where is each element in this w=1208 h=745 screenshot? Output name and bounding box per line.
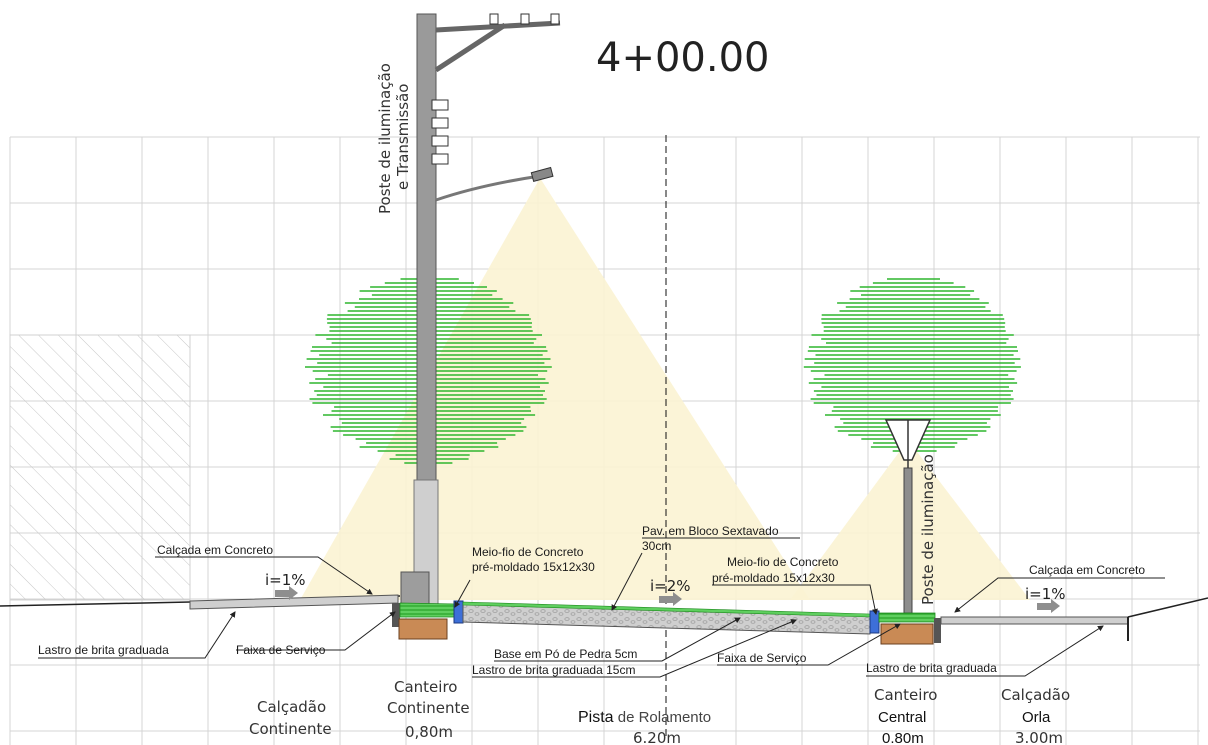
label-meio-fio-right-1: Meio-fio de Concreto [727, 555, 839, 569]
label-meio-fio-left-2: pré-moldado 15x12x30 [472, 560, 595, 574]
label-calcada-left: Calçada em Concreto [157, 543, 273, 557]
transmission-pole-label-line1: Poste de iluminação [376, 63, 394, 214]
hatched-building [9, 334, 191, 601]
label-lastro-15: Lastro de brita graduada 15cm [472, 663, 635, 677]
slope-left: i=1% [265, 571, 306, 589]
zone-canteiro-continente-2: Continente [387, 699, 470, 717]
slope-arrows [275, 586, 1060, 613]
zone-canteiro-central-1: Canteiro [874, 686, 937, 704]
central-lamp-pole [884, 419, 932, 614]
label-meio-fio-left-1: Meio-fio de Concreto [472, 545, 584, 559]
zone-calcadao-orla-width: 3.00m [1015, 729, 1063, 745]
transmission-pole-label-line2: e Transmissão [394, 84, 412, 190]
annotation-leaders [38, 537, 1165, 678]
zone-canteiro-continente-1: Canteiro [394, 678, 457, 696]
label-faixa-left: Faixa de Serviço [236, 643, 326, 657]
zone-pista-width: 6.20m [633, 729, 681, 745]
transmission-pole [400, 13, 561, 609]
station-title: 4+00.00 [596, 35, 769, 81]
zone-calcadao-continente-1: Calçadão [257, 698, 326, 716]
label-pav-1: Pav. em Bloco Sextavado [642, 524, 779, 538]
label-calcada-right: Calçada em Concreto [1029, 563, 1145, 577]
label-lastro-right: Lastro de brita graduada [866, 661, 997, 675]
zone-pista: Pista de Rolamento [578, 709, 711, 726]
zone-calcadao-orla-1: Calçadão [1001, 686, 1070, 704]
zone-canteiro-continente-width: 0,80m [405, 723, 453, 741]
slope-right: i=1% [1025, 585, 1066, 603]
label-faixa-right: Faixa de Serviço [717, 651, 807, 665]
central-pole-label: Poste de iluminação [919, 454, 937, 605]
zone-calcadao-orla-2: Orla [1022, 709, 1051, 726]
slope-roadway: i=2% [650, 577, 691, 595]
zone-canteiro-central-2: Central [878, 709, 926, 726]
label-base-po: Base em Pó de Pedra 5cm [494, 647, 637, 661]
zone-canteiro-central-width: 0.80m [882, 730, 924, 745]
label-lastro-left: Lastro de brita graduada [38, 643, 169, 657]
label-meio-fio-right-2: pré-moldado 15x12x30 [712, 571, 835, 585]
label-pav-2: 30cm [642, 539, 671, 553]
pavement-profile [0, 594, 1208, 645]
zone-calcadao-continente-2: Continente [249, 720, 332, 738]
